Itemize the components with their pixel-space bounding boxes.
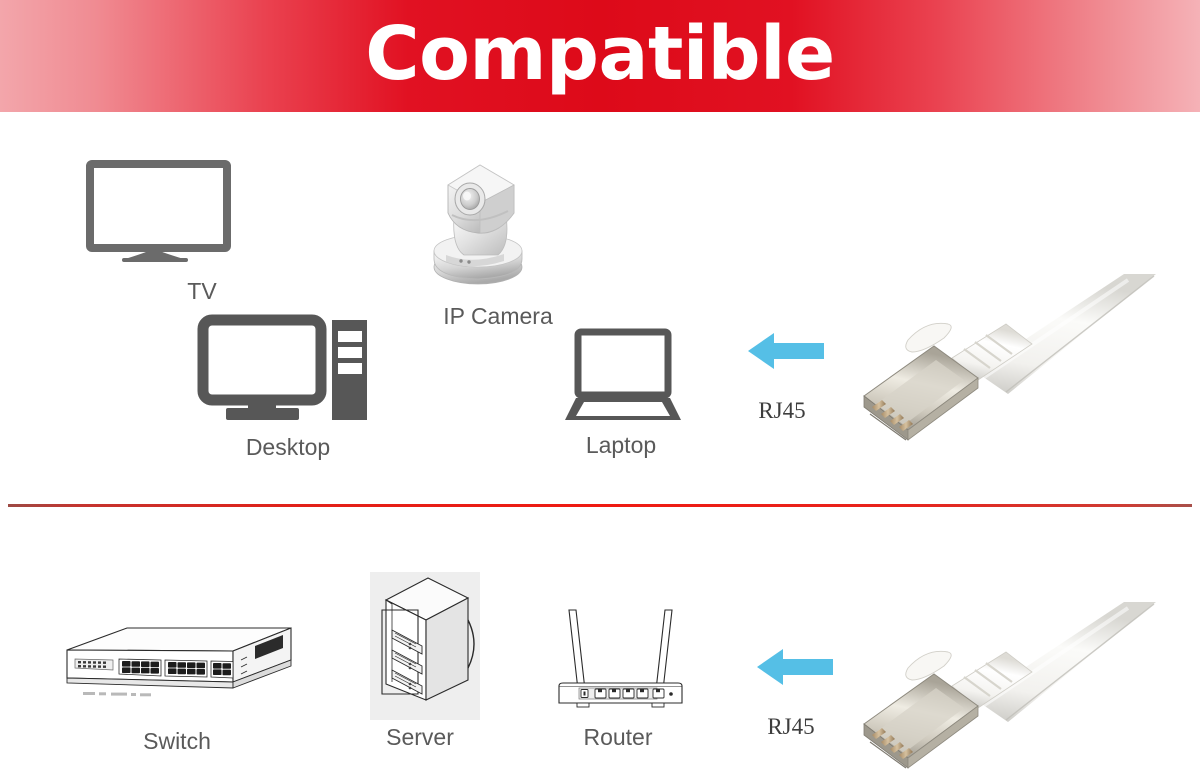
connector-rj45-top: RJ45 xyxy=(748,330,824,423)
device-label-desktop: Desktop xyxy=(245,434,331,460)
device-label-ip-camera: IP Camera xyxy=(443,303,553,329)
device-laptop: Laptop xyxy=(564,328,682,458)
device-label-switch: Switch xyxy=(143,728,211,754)
rj45-cable-icon-bottom xyxy=(856,596,1200,770)
wifi-router-icon xyxy=(553,582,688,717)
connector-label-rj45-top: RJ45 xyxy=(758,398,806,423)
device-switch: Switch xyxy=(55,620,293,754)
tv-icon xyxy=(86,160,231,265)
device-desktop: Desktop xyxy=(197,314,370,460)
device-label-laptop: Laptop xyxy=(585,432,657,458)
device-label-router: Router xyxy=(583,724,653,750)
device-ip-camera: IP Camera xyxy=(418,155,553,329)
arrow-left-icon xyxy=(757,646,833,688)
device-label-server: Server xyxy=(386,724,454,750)
rj45-cable-icon-top xyxy=(856,268,1200,446)
connector-label-rj45-bottom: RJ45 xyxy=(767,714,815,739)
page-title: Compatible xyxy=(365,11,835,97)
server-rack-icon xyxy=(370,572,480,722)
ip-camera-icon xyxy=(418,155,538,295)
device-label-tv: TV xyxy=(187,278,217,304)
header-banner: Compatible xyxy=(0,0,1200,112)
connector-rj45-bottom: RJ45 xyxy=(757,646,833,739)
device-server: Server xyxy=(370,572,480,750)
section-divider xyxy=(8,504,1192,507)
device-router: Router xyxy=(553,582,688,750)
device-tv: TV xyxy=(86,160,231,304)
laptop-icon xyxy=(564,328,682,422)
arrow-left-icon xyxy=(748,330,824,372)
network-switch-icon xyxy=(55,620,293,705)
desktop-icon xyxy=(197,314,370,423)
